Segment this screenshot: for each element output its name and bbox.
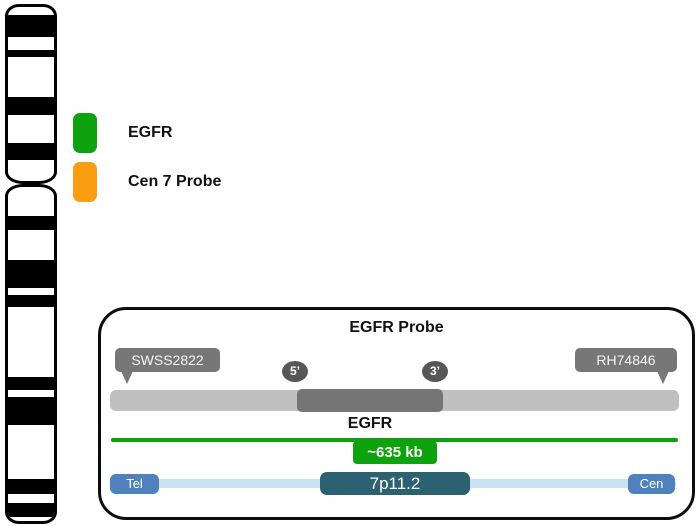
- chromosome-band: [8, 260, 54, 288]
- marker-swss2822: SWSS2822: [115, 348, 220, 372]
- band-7p11-2-badge: 7p11.2: [320, 472, 470, 495]
- egfr-gene-segment: [297, 389, 443, 412]
- chromosome-band: [8, 216, 54, 230]
- marker-rh74846: RH74846: [575, 348, 677, 372]
- chromosome-band: [8, 397, 54, 425]
- chromosome-band: [8, 377, 54, 390]
- marker-rh74846-pointer-icon: [657, 371, 669, 384]
- legend-label-cen7: Cen 7 Probe: [128, 173, 222, 190]
- egfr-probe-map-panel: EGFR Probe SWSS2822 RH74846 5’ 3’ EGFR ~…: [98, 307, 695, 520]
- telomere-badge: Tel: [110, 474, 159, 494]
- probe-size-line: [111, 438, 678, 442]
- chromosome-p-arm: [5, 4, 57, 184]
- egfr-gene-label: EGFR: [347, 415, 393, 432]
- centromere-badge: Cen: [628, 474, 675, 494]
- chromosome-band: [8, 479, 54, 494]
- chromosome-band: [8, 295, 54, 307]
- chromosome-band: [8, 143, 54, 160]
- chromosome-band: [8, 503, 54, 517]
- chromosome-band: [8, 50, 54, 57]
- five-prime-badge: 5’: [282, 361, 308, 382]
- chromosome-band: [8, 97, 54, 115]
- legend-label-egfr: EGFR: [128, 124, 173, 141]
- chromosome-band: [8, 15, 54, 37]
- chromosome-q-arm: [5, 184, 57, 524]
- three-prime-badge: 3’: [422, 361, 448, 382]
- probe-size-badge: ~635 kb: [353, 441, 437, 464]
- cen7-probe-swatch: [73, 162, 97, 202]
- egfr-probe-swatch: [73, 113, 97, 153]
- probe-map-title: EGFR Probe: [349, 319, 444, 336]
- marker-swss2822-pointer-icon: [121, 371, 133, 384]
